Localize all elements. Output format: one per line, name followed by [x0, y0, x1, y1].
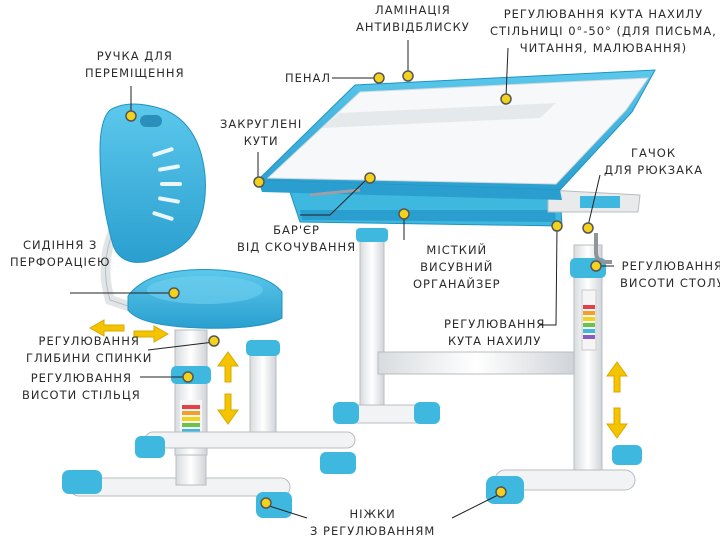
chair-backrest [99, 103, 206, 263]
marker-lamination [402, 70, 414, 82]
marker-rounded-corners [253, 176, 265, 188]
adjust-arrows [88, 319, 628, 439]
marker-handle [125, 110, 137, 122]
marker-barrier [364, 172, 376, 184]
marker-foot-desk [495, 486, 507, 498]
desk [256, 69, 656, 504]
arrow-chair-up [217, 351, 239, 383]
arrow-desk-up [606, 361, 628, 393]
marker-backpack-hook [582, 222, 594, 234]
arrow-left [88, 319, 125, 337]
marker-chair-height [182, 371, 194, 383]
markers [125, 70, 602, 509]
backpack-hook [594, 233, 612, 264]
marker-seat [168, 287, 180, 299]
pencil-groove [322, 103, 556, 128]
desk-rear-foot-cap-r [414, 402, 440, 424]
marker-organizer [398, 208, 410, 220]
desk-rear-leg-collar [356, 228, 388, 242]
chair [62, 103, 356, 518]
desk-front-foot-cap-r [612, 445, 642, 465]
arrow-desk-down [606, 407, 628, 439]
tabletop-white [266, 77, 649, 185]
arrow-right [133, 325, 170, 343]
arrow-chair-down [217, 393, 239, 425]
marker-foot-chair [260, 497, 272, 509]
marker-tilt-angle [551, 220, 563, 232]
desk-front-leg [573, 244, 603, 471]
desk-rear-foot-cap-l [333, 402, 359, 424]
desk-crossbar [377, 351, 575, 375]
chair-rear-foot [144, 431, 356, 449]
label-pencil-case: ПЕНАЛ [285, 71, 332, 85]
marker-back-depth [208, 335, 220, 347]
marker-desk-height [590, 260, 602, 272]
marker-pencil-case [373, 72, 385, 84]
desk-rear-leg [359, 234, 385, 421]
marker-tilt-desk [500, 93, 512, 105]
